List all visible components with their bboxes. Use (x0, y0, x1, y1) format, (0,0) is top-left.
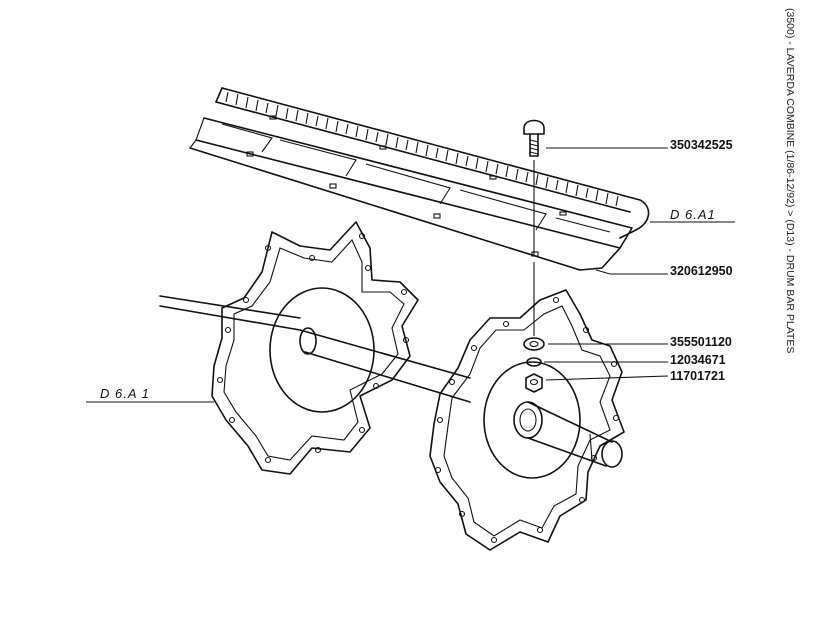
reference-d6a1-top: D 6.A1 (670, 207, 716, 222)
bar-plate (189, 117, 633, 271)
part-number-bar-plate: 320612950 (670, 264, 733, 278)
left-disc-bolt-holes (216, 232, 410, 464)
part-number-washer: 355501120 (670, 335, 732, 349)
shaft-stub (527, 401, 623, 468)
part-number-lock-washer: 12034671 (670, 353, 726, 367)
side-title: (3500) - LAVERDA COMBINE (1/86-12/92) > … (784, 8, 796, 354)
drum-shaft (159, 295, 471, 403)
lock-washer-12034671 (526, 357, 542, 367)
reference-d6a1-left: D 6.A 1 (100, 386, 150, 401)
part-number-bolt: 350342525 (670, 138, 733, 152)
left-drum-disc (211, 221, 419, 475)
rasp-bar (215, 87, 650, 239)
leader-lines (86, 147, 735, 403)
bolt-350342525 (523, 119, 545, 256)
part-number-nut: 11701721 (670, 369, 725, 383)
nut-11701721 (525, 373, 543, 393)
washer-355501120 (523, 337, 545, 351)
right-drum-disc (429, 289, 625, 551)
right-disc-bolt-holes (434, 296, 620, 544)
